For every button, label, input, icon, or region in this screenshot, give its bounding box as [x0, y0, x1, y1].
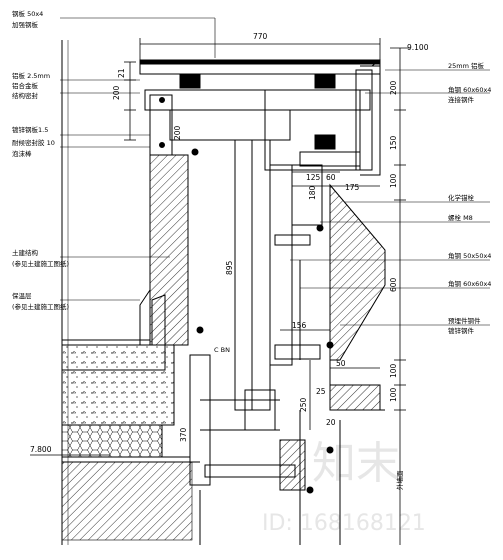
label-sealant-sub: 泡沫棒 — [12, 149, 32, 158]
dim-100c: 100 — [389, 387, 398, 402]
facade-panel — [329, 183, 386, 411]
level-top: 9.100 — [407, 43, 429, 52]
label-angle-50: 角钢 50x50x4 — [448, 251, 491, 260]
leader-lines — [60, 17, 490, 326]
label-top-right-25mm: 25mm 铝板 — [448, 61, 485, 70]
dim-895: 895 — [225, 260, 234, 275]
watermark: 知末 ID: 168168121 — [262, 438, 426, 536]
label-insulation-sub: (参见土建施工图纸) — [12, 302, 69, 311]
dim-180: 180 — [308, 185, 317, 200]
dim-125: 125 — [306, 173, 321, 182]
dim-200-left2: 200 — [173, 125, 182, 140]
label-aluminum-sub1: 铝合金板 — [12, 81, 39, 90]
dimension-text: 770 9.100 21 200 200 200 150 100 125 60 … — [30, 32, 429, 454]
dim-60: 60 — [326, 173, 336, 182]
label-anchor-right-sub: 镀锌钢件 — [448, 326, 475, 335]
label-structure-left-sub: (参见土建施工图纸) — [12, 259, 69, 268]
label-vertical-right: 外墙面 — [395, 470, 404, 490]
dim-25: 25 — [316, 387, 326, 396]
watermark-logo: 知末 — [312, 438, 400, 489]
label-aluminum-sub2: 结构密封 — [12, 91, 39, 100]
label-aluminum-plate: 铝板 2.5mm — [12, 71, 50, 80]
dim-600: 600 — [389, 277, 398, 292]
dim-100b: 100 — [389, 363, 398, 378]
dim-370: 370 — [179, 427, 188, 442]
label-angle-60b: 角钢 60x60x4 — [448, 279, 491, 288]
dim-175: 175 — [345, 183, 360, 192]
label-galv-plate: 镀锌钢板1.5 — [12, 125, 48, 134]
dim-top-width: 770 — [253, 32, 268, 41]
label-sealant: 耐候密封胶 10 — [12, 138, 55, 147]
watermark-id: ID: 168168121 — [262, 511, 426, 536]
lower-bracket — [189, 354, 341, 545]
dim-50: 50 — [336, 359, 346, 368]
cbn-mark: C BN — [214, 346, 230, 354]
concrete-structure — [61, 40, 200, 545]
level-bottom: 7.800 — [30, 445, 52, 454]
label-steel-plate: 钢板 50x4 — [12, 9, 43, 18]
dim-250: 250 — [299, 397, 308, 412]
dim-200-left: 200 — [112, 85, 121, 100]
label-structure-left: 土建结构 — [12, 248, 39, 257]
label-angle-60-sub: 连接钢件 — [448, 95, 475, 104]
dim-200-right: 200 — [389, 80, 398, 95]
label-angle-60: 角钢 60x60x4 — [448, 85, 491, 94]
dim-150: 150 — [389, 135, 398, 150]
label-steel-plate-sub: 加强钢板 — [12, 20, 39, 29]
label-anchor-right: 预埋件钢件 — [448, 316, 481, 325]
label-bolt-m8: 螺栓 M8 — [448, 213, 473, 222]
label-insulation: 保温层 — [12, 291, 32, 300]
dim-156: 156 — [292, 321, 307, 330]
annotation-labels: 钢板 50x4 加强钢板 铝板 2.5mm 铝合金板 结构密封 镀锌钢板1.5 … — [12, 9, 491, 490]
dim-100a: 100 — [389, 173, 398, 188]
label-embed-note: 化学锚栓 — [448, 193, 475, 202]
dim-20: 20 — [326, 418, 336, 427]
dim-21: 21 — [117, 68, 126, 78]
parapet-assembly — [139, 59, 381, 176]
